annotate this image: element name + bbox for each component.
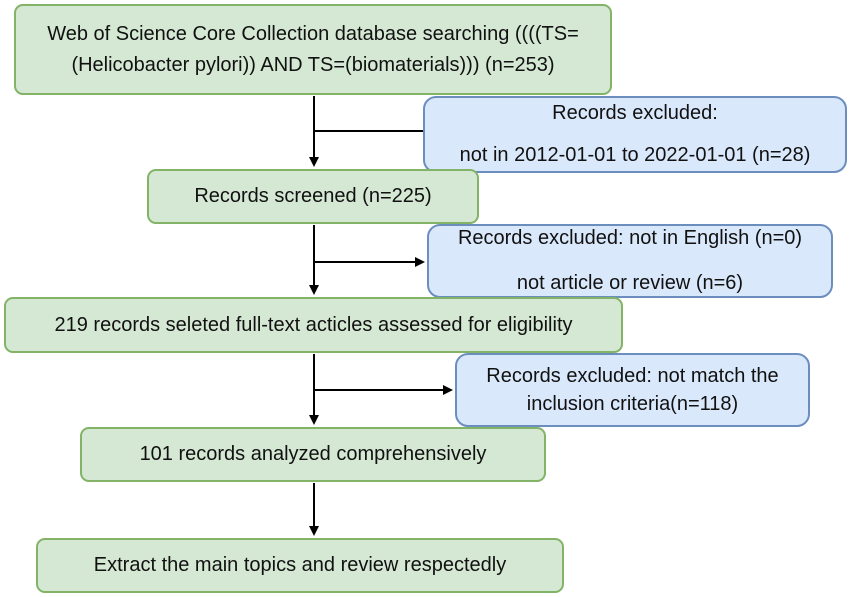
excluded-criteria-box: Records excluded: not match the inclusio… <box>455 353 810 427</box>
excluded-date-box: Records excluded: not in 2012-01-01 to 2… <box>423 96 847 173</box>
excluded-criteria-line2: inclusion criteria(n=118) <box>526 393 739 415</box>
extract-step-label: Extract the main topics and review respe… <box>93 554 507 576</box>
excluded-date-line1: Records excluded: <box>552 102 718 124</box>
extract-step-box: Extract the main topics and review respe… <box>36 538 564 593</box>
analyzed-step-label: 101 records analyzed comprehensively <box>139 443 487 465</box>
excluded-date-line2: not in 2012-01-01 to 2022-01-01 (n=28) <box>459 144 811 166</box>
excluded-language-box: Records excluded: not in English (n=0) n… <box>427 224 833 298</box>
excluded-language-line1: Records excluded: not in English (n=0) <box>457 227 803 249</box>
search-step-line2: (Helicobacter pylori)) AND TS=(biomateri… <box>71 53 555 76</box>
excluded-criteria-line1: Records excluded: not match the <box>486 365 779 387</box>
screened-step-label: Records screened (n=225) <box>194 185 432 207</box>
fulltext-step-label: 219 records seleted full-text acticles a… <box>54 313 573 336</box>
search-step-line1: Web of Science Core Collection database … <box>47 22 579 45</box>
excluded-language-line2: not article or review (n=6) <box>516 272 744 294</box>
analyzed-step-box: 101 records analyzed comprehensively <box>80 427 546 482</box>
screened-step-box: Records screened (n=225) <box>147 169 479 224</box>
fulltext-step-box: 219 records seleted full-text acticles a… <box>4 297 623 353</box>
search-step-box: Web of Science Core Collection database … <box>14 4 612 95</box>
